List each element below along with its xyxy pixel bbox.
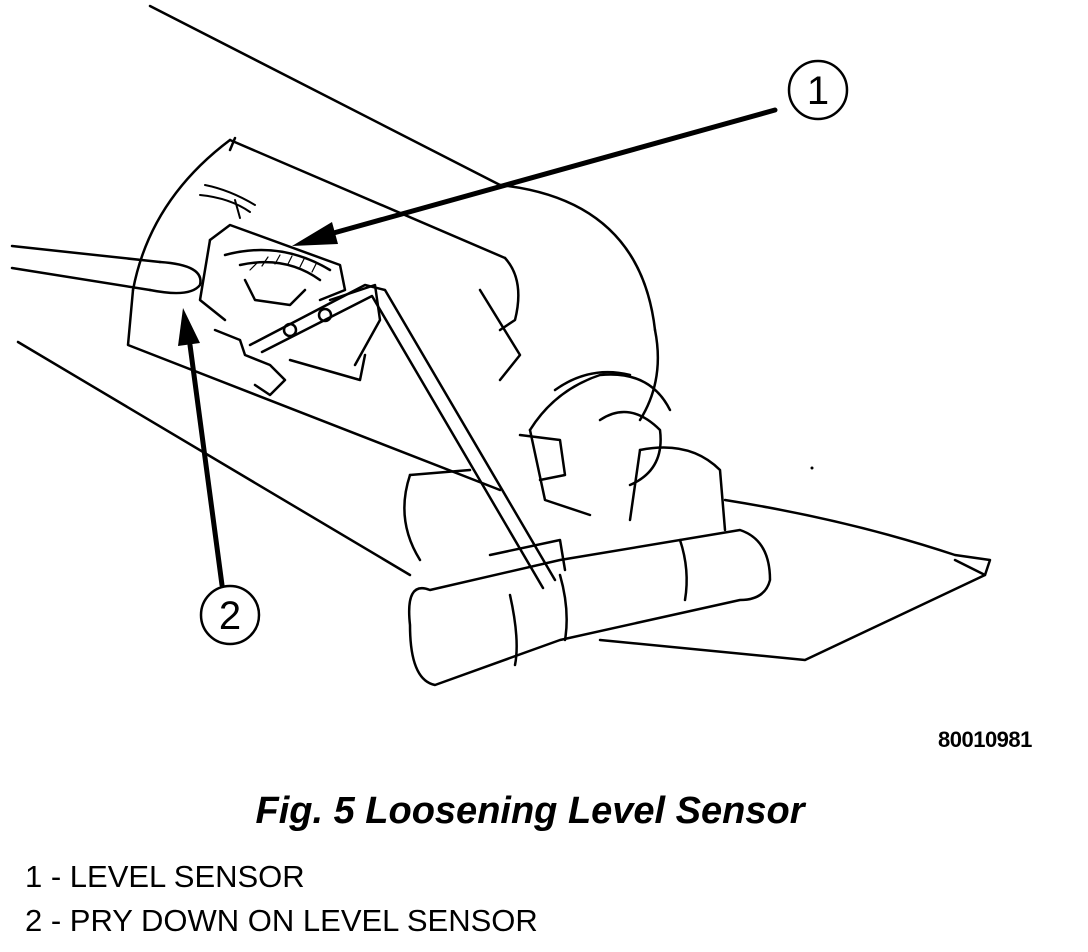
legend-item: 1 - LEVEL SENSOR <box>25 859 305 894</box>
electrical-connector <box>518 370 727 532</box>
legend-item: 2 - PRY DOWN ON LEVEL SENSOR <box>25 903 538 938</box>
callout-1-number: 1 <box>807 69 829 113</box>
strainer <box>598 498 992 662</box>
figure-caption: Fig. 5 Loosening Level Sensor <box>255 790 805 832</box>
callout-1-bubble: 1 <box>787 59 849 121</box>
fuel-pump-module-illustration: 1 2 <box>10 4 992 687</box>
callout-2-bubble: 2 <box>199 584 261 646</box>
callout-2-arrow <box>178 308 225 588</box>
figure-id: 80010981 <box>938 727 1032 752</box>
callout-2-number: 2 <box>219 594 241 638</box>
module-body <box>16 4 660 577</box>
float-rod <box>248 283 557 590</box>
level-sensor <box>198 223 382 397</box>
screwdriver <box>10 244 202 295</box>
legend: 1 - LEVEL SENSOR 2 - PRY DOWN ON LEVEL S… <box>25 855 538 943</box>
float <box>407 528 772 687</box>
wire-bundle <box>199 184 256 219</box>
speck <box>810 466 814 470</box>
callout-1-arrow <box>292 107 778 246</box>
